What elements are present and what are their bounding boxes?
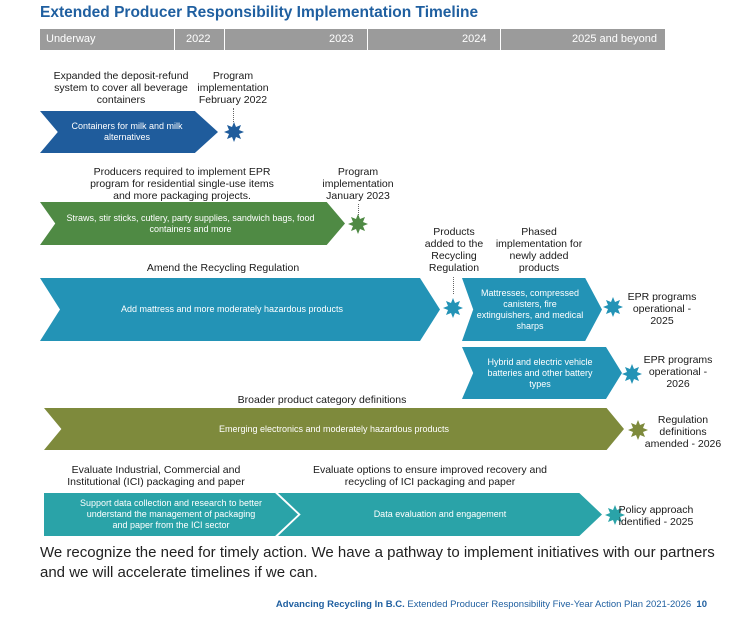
regulation-branch2-marker xyxy=(622,364,642,384)
ici-evaluation-label: Data evaluation and engagement xyxy=(373,509,507,519)
packaging-milestone-leader xyxy=(358,204,359,217)
regulation-branch2-end: EPR programs operational - 2026 xyxy=(643,354,713,390)
broader-arrow: Emerging electronics and moderately haza… xyxy=(44,408,624,450)
timeline-tick xyxy=(367,29,368,50)
ici-end-label: Policy approach identified - 2025 xyxy=(618,504,694,528)
page-title: Extended Producer Responsibility Impleme… xyxy=(40,4,479,21)
regulation-added-label: Products added to the Recycling Regulati… xyxy=(424,226,484,274)
timeline-tick xyxy=(174,29,175,50)
deposit-arrow: Containers for milk and milk alternative… xyxy=(40,111,218,153)
broader-end-marker xyxy=(628,420,648,440)
regulation-branch1-arrow: Mattresses, compressed canisters, fire e… xyxy=(462,278,602,341)
ici-research-label: Support data collection and research to … xyxy=(79,498,263,530)
deposit-milestone-leader xyxy=(233,108,234,122)
timeline-label-2022: 2022 xyxy=(186,33,211,45)
footer-document: Extended Producer Responsibility Five-Ye… xyxy=(407,599,692,610)
regulation-branch1-end: EPR programs operational - 2025 xyxy=(627,291,697,327)
timeline-tick xyxy=(224,29,225,50)
timeline-label-2025-beyond: 2025 and beyond xyxy=(572,33,658,45)
regulation-branch2-arrow: Hybrid and electric vehicle batteries an… xyxy=(462,347,622,399)
broader-end-label: Regulation definitions amended - 2026 xyxy=(644,414,722,450)
timeline-tick xyxy=(500,29,501,50)
ici-end-marker xyxy=(605,505,625,525)
regulation-arrow-label: Add mattress and more moderately hazardo… xyxy=(120,304,344,314)
ici-heading-2: Evaluate options to ensure improved reco… xyxy=(312,464,548,488)
timeline-label-2024: 2024 xyxy=(462,33,487,45)
regulation-branch1-label: Mattresses, compressed canisters, fire e… xyxy=(476,287,584,331)
regulation-added-leader xyxy=(453,277,454,294)
ici-heading-1: Evaluate Industrial, Commercial and Inst… xyxy=(67,464,245,488)
deposit-milestone-label: Program implementation February 2022 xyxy=(197,70,269,106)
packaging-arrow-label: Straws, stir sticks, cutlery, party supp… xyxy=(66,212,315,234)
ici-research-arrow: Support data collection and research to … xyxy=(44,493,298,536)
regulation-branch2-label: Hybrid and electric vehicle batteries an… xyxy=(487,356,593,389)
deposit-heading: Expanded the deposit-refund system to co… xyxy=(53,70,189,106)
broader-heading: Broader product category definitions xyxy=(237,394,407,406)
timeline-label-2023: 2023 xyxy=(329,33,354,45)
regulation-added-marker xyxy=(443,298,463,318)
summary-text: We recognize the need for timely action.… xyxy=(40,544,715,581)
footer-publication: Advancing Recycling In B.C. xyxy=(275,599,405,610)
packaging-milestone-label: Program implementation January 2023 xyxy=(322,166,394,202)
packaging-arrow: Straws, stir sticks, cutlery, party supp… xyxy=(40,202,345,245)
page-footer: Advancing Recycling In B.C. Extended Pro… xyxy=(276,599,707,610)
deposit-arrow-label: Containers for milk and milk alternative… xyxy=(71,121,183,142)
regulation-phased-label: Phased implementation for newly added pr… xyxy=(495,226,583,274)
deposit-milestone-marker xyxy=(224,122,244,142)
regulation-branch1-marker xyxy=(603,297,623,317)
regulation-heading: Amend the Recycling Regulation xyxy=(146,262,300,274)
regulation-arrow: Add mattress and more moderately hazardo… xyxy=(40,278,440,341)
timeline-label-underway: Underway xyxy=(46,33,96,45)
broader-arrow-label: Emerging electronics and moderately haza… xyxy=(218,423,450,434)
timeline-bar: Underway 2022 2023 2024 2025 and beyond xyxy=(40,29,665,50)
packaging-heading: Producers required to implement EPR prog… xyxy=(90,166,274,202)
packaging-milestone-marker xyxy=(348,214,368,234)
ici-evaluation-arrow: Data evaluation and engagement xyxy=(278,493,602,536)
footer-page-number: 10 xyxy=(696,599,707,610)
